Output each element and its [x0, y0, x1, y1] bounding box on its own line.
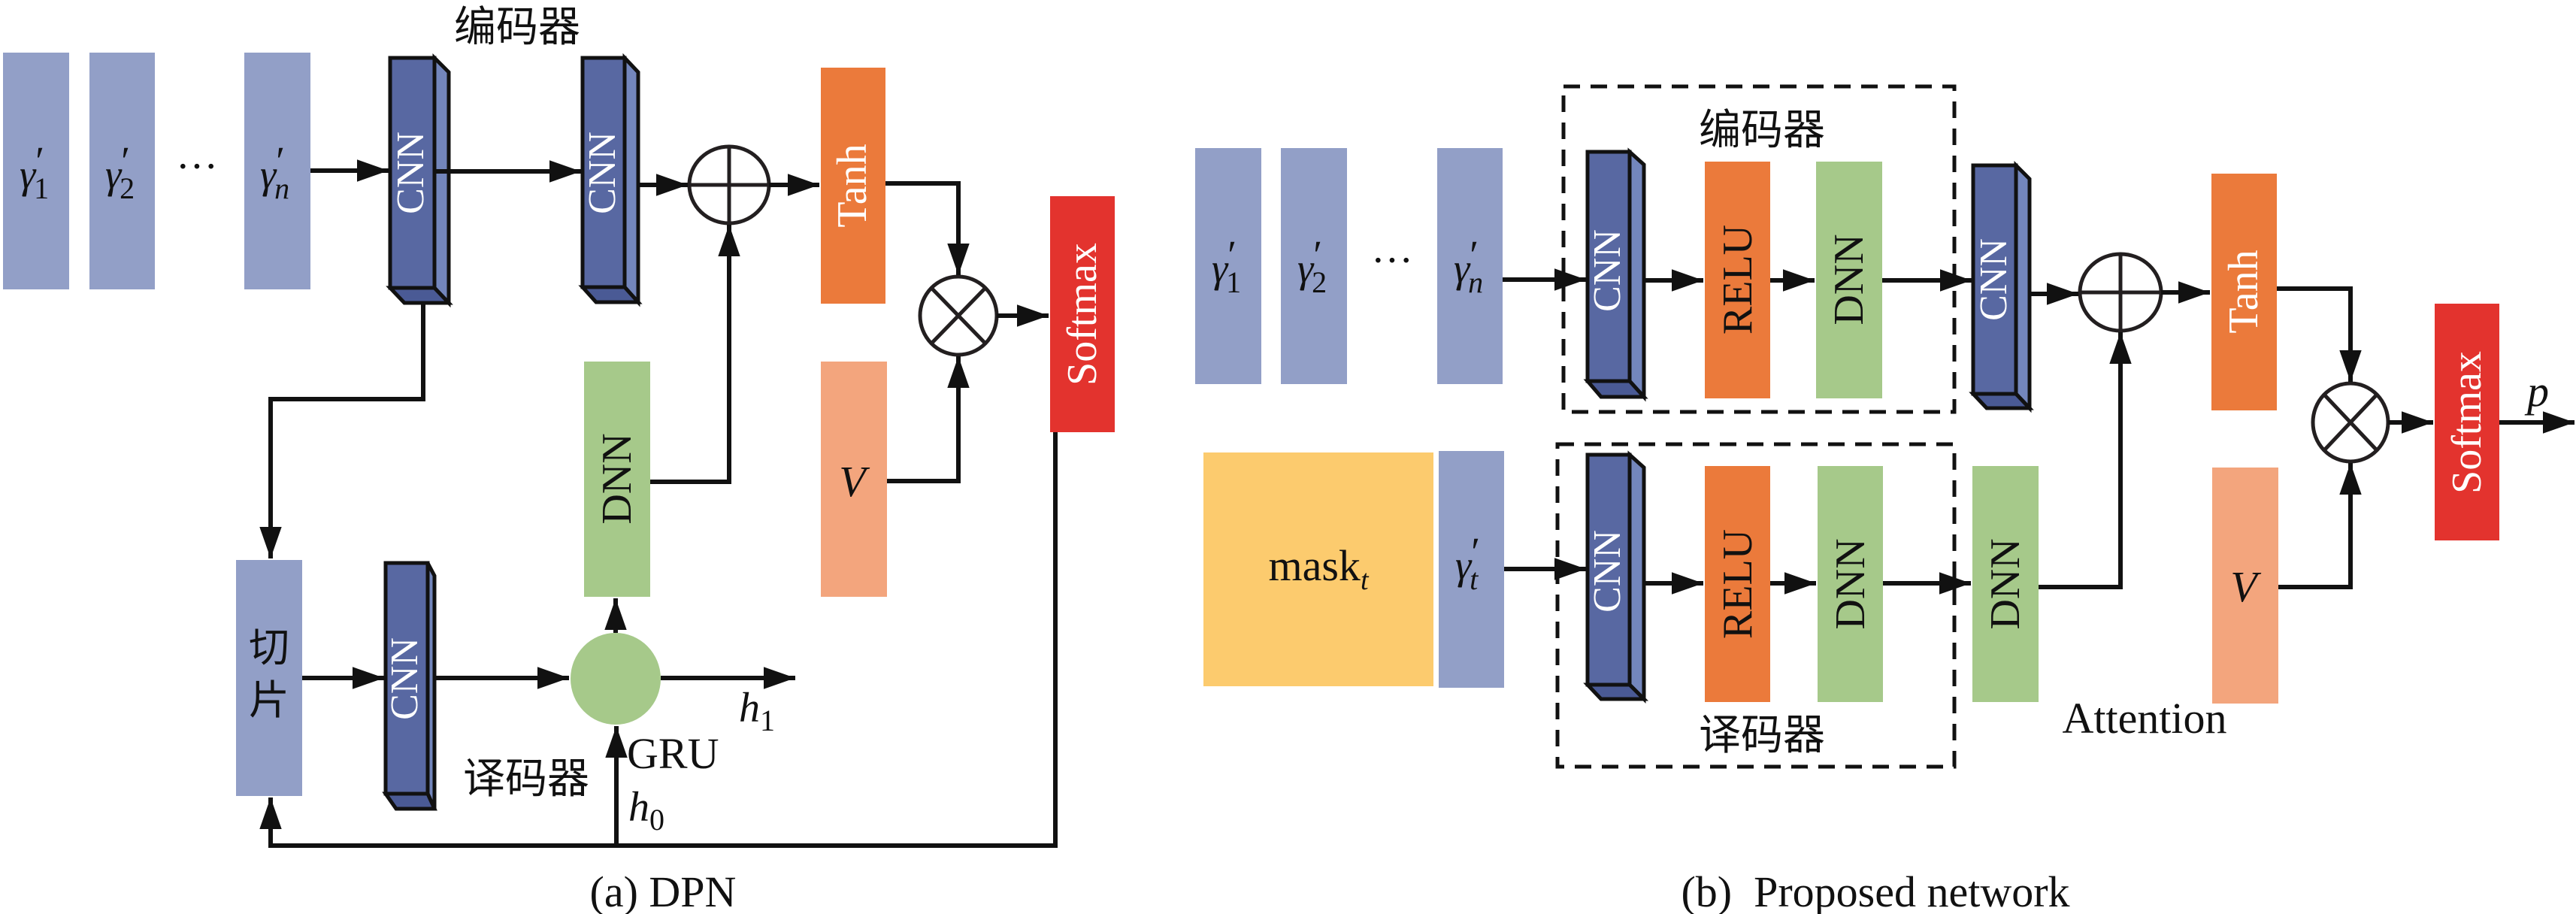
panel-a-dpn: 编码器 γ′1 γ′2 γ′n ··· CNN CNN Tanh — [3, 3, 1115, 914]
arrow-cnn1-to-slice — [259, 303, 425, 558]
encoder-dashed-box — [1561, 84, 1957, 414]
softmax-block — [2435, 304, 2499, 540]
v-label: V — [839, 457, 870, 506]
panel-a-connections — [259, 159, 1058, 848]
cnn-block-encoder-1: CNN — [386, 53, 453, 308]
input-label-gamma1: γ′1 — [20, 138, 49, 205]
v-block — [2212, 468, 2278, 704]
add-operator-icon — [687, 144, 771, 225]
input-label-gammat: γ′t — [1455, 529, 1480, 596]
attention-label: Attention — [2062, 694, 2226, 743]
tanh-label: Tanh — [829, 144, 876, 227]
decoder-dashed-box — [1555, 442, 1957, 769]
dnn-block-decoder — [1818, 466, 1883, 702]
input-block-gammat — [1439, 451, 1504, 688]
arrow-softmax-feedback-to-slice — [259, 432, 1058, 848]
softmax-block — [1050, 196, 1115, 432]
gru-cell — [571, 633, 661, 725]
arrow-dnn-to-add — [2039, 332, 2132, 589]
arrow-tanh-to-mul — [2277, 286, 2362, 382]
cnn-label: CNN — [389, 132, 432, 214]
cnn-label: CNN — [1586, 229, 1629, 312]
input-label-gamma1: γ′1 — [1212, 232, 1241, 299]
input-block-gamma1 — [1195, 148, 1261, 384]
dnn-block-attention — [1972, 466, 2039, 702]
input-block-gamman — [244, 53, 310, 289]
input-ellipsis: ··· — [1371, 238, 1413, 284]
panel-b-encoder-label: 编码器 — [1699, 106, 1825, 155]
slice-label-2: 片 — [249, 676, 289, 724]
v-label: V — [2230, 562, 2262, 611]
cnn-label: CNN — [581, 132, 624, 214]
softmax-label: Softmax — [1059, 243, 1106, 386]
h1-label: h1 — [739, 685, 775, 737]
relu-label: RELU — [1715, 225, 1761, 334]
tanh-block — [821, 68, 885, 304]
input-block-gamma2 — [89, 53, 155, 289]
panel-a-decoder-label: 译码器 — [463, 755, 589, 804]
cnn-block-encoder: CNN — [1583, 147, 1648, 402]
slice-label-1: 切 — [249, 624, 289, 671]
panel-b-proposed: 编码器 译码器 γ′1 γ′2 γ′n ··· maskt γ′t CNN RE… — [1195, 84, 2574, 914]
panel-b-caption: (b) Proposed network — [1681, 867, 2069, 914]
arrow-dnn-to-add — [650, 225, 740, 484]
v-block — [821, 362, 887, 597]
input-block-gamman — [1437, 148, 1503, 384]
input-label-gamman: γ′n — [1454, 232, 1483, 299]
add-operator-icon — [2078, 252, 2163, 333]
dnn-label: DNN — [1826, 234, 1872, 325]
relu-label: RELU — [1715, 529, 1761, 639]
relu-block-decoder — [1705, 466, 1770, 702]
relu-block-encoder — [1705, 162, 1770, 398]
dnn-label: DNN — [594, 433, 640, 524]
softmax-label: Softmax — [2444, 351, 2490, 494]
input-label-gamman: γ′n — [260, 138, 289, 205]
cnn-block-decoder: CNN — [1583, 450, 1649, 704]
input-label-gamma2: γ′2 — [1297, 232, 1327, 299]
mask-label: maskt — [1269, 541, 1370, 596]
arrow-v-to-mul — [2278, 463, 2362, 589]
input-label-gamma2: γ′2 — [105, 138, 135, 205]
tanh-label: Tanh — [2220, 250, 2267, 333]
cnn-label: CNN — [1972, 238, 2015, 321]
cnn-block-attention: CNN — [1969, 160, 2034, 413]
output-p-label: p — [2524, 367, 2549, 416]
multiply-operator-icon — [918, 274, 999, 357]
h0-label: h0 — [628, 784, 664, 837]
slice-block — [236, 560, 302, 796]
cnn-label: CNN — [383, 637, 426, 720]
panel-a-caption: (a) DPN — [590, 867, 737, 914]
input-ellipsis: ··· — [176, 144, 218, 190]
input-block-gamma2 — [1281, 148, 1347, 384]
panel-a-encoder-label: 编码器 — [454, 3, 580, 52]
cnn-block-encoder-2: CNN — [578, 53, 643, 307]
arrow-v-to-mul — [887, 356, 970, 483]
mask-block — [1203, 452, 1433, 686]
dnn-label: DNN — [1982, 538, 2029, 629]
multiply-operator-icon — [2311, 381, 2390, 464]
dnn-label: DNN — [1827, 538, 1874, 629]
panel-b-decoder-label: 译码器 — [1699, 711, 1825, 760]
gru-label: GRU — [627, 729, 719, 778]
dnn-block — [584, 362, 650, 597]
panel-b-connections — [1503, 268, 2574, 595]
cnn-block-decoder: CNN — [382, 561, 437, 811]
dnn-block-encoder — [1816, 162, 1882, 398]
cnn-label: CNN — [1586, 530, 1629, 613]
arrow-tanh-to-mul — [885, 181, 970, 275]
tanh-block — [2211, 174, 2277, 410]
input-block-gamma1 — [3, 53, 69, 289]
